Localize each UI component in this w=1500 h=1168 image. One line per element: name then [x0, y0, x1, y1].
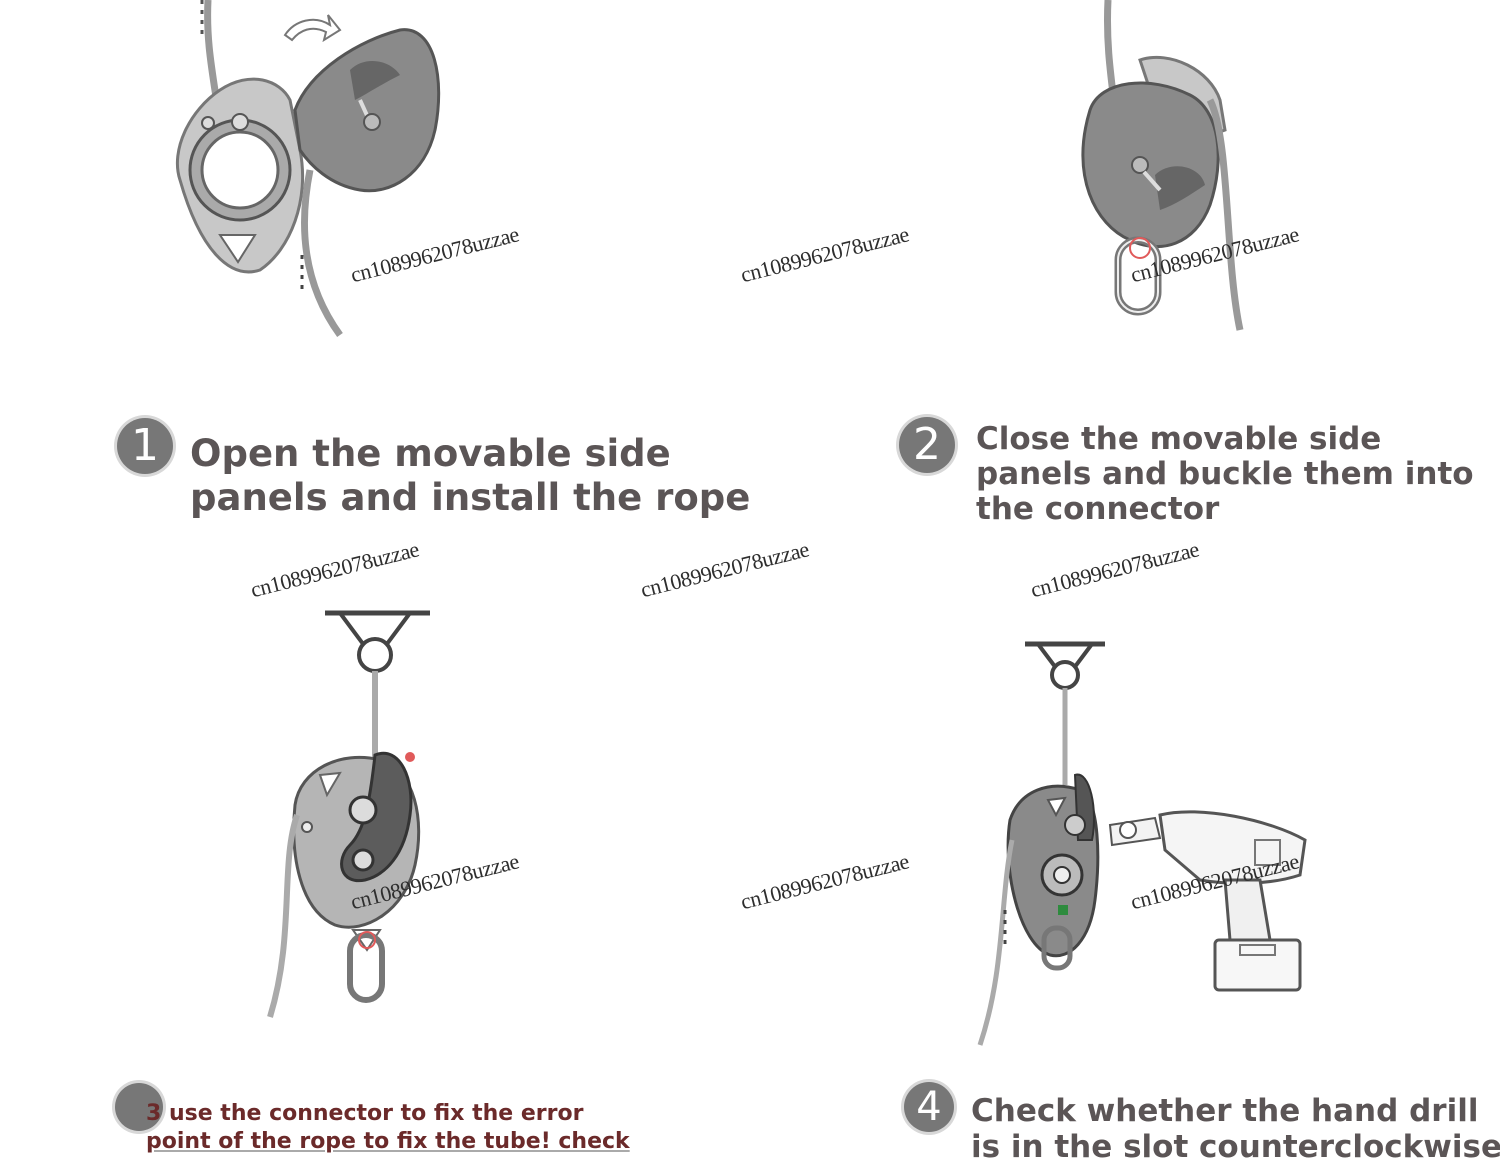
illustration-step-1: [175, 0, 441, 338]
step-4-instruction: Check whether the hand drill is in the s…: [971, 1093, 1500, 1165]
illustration-step-4: [977, 641, 1307, 1046]
watermark: cn1089962078uzzae: [638, 536, 812, 603]
step-3-line-1: 3 use the connector to fix the error: [146, 1101, 584, 1126]
step-3-instruction: 3 use the connector to fix the error poi…: [146, 1100, 630, 1156]
watermark: cn1089962078uzzae: [248, 536, 422, 603]
step-2-number-badge: 2: [899, 417, 955, 473]
illustration-step-2: [1081, 0, 1244, 331]
step-1-instruction: Open the movable side panels and install…: [190, 432, 750, 520]
watermark: cn1089962078uzzae: [738, 848, 912, 915]
step-3-line-2: point of the rope to fix the tube! check: [146, 1129, 630, 1154]
step-1-line-2: panels and install the rope: [190, 476, 751, 519]
illustration-step-3: [267, 610, 430, 1018]
step-4-line-1: Check whether the hand drill: [971, 1093, 1479, 1129]
step-2-line-3: the connector: [976, 491, 1220, 527]
step-3-number-badge: [115, 1083, 163, 1131]
step-4-line-2: is in the slot counterclockwise: [971, 1129, 1500, 1165]
step-2-line-1: Close the movable side: [976, 421, 1382, 457]
step-1-line-1: Open the movable side: [190, 432, 671, 475]
step-2-instruction: Close the movable side panels and buckle…: [976, 422, 1474, 527]
watermark: cn1089962078uzzae: [1028, 536, 1202, 603]
step-2-line-2: panels and buckle them into: [976, 456, 1474, 492]
step-1-number-badge: 1: [117, 418, 173, 474]
step-4-number-badge: 4: [904, 1082, 954, 1132]
watermark: cn1089962078uzzae: [738, 221, 912, 288]
